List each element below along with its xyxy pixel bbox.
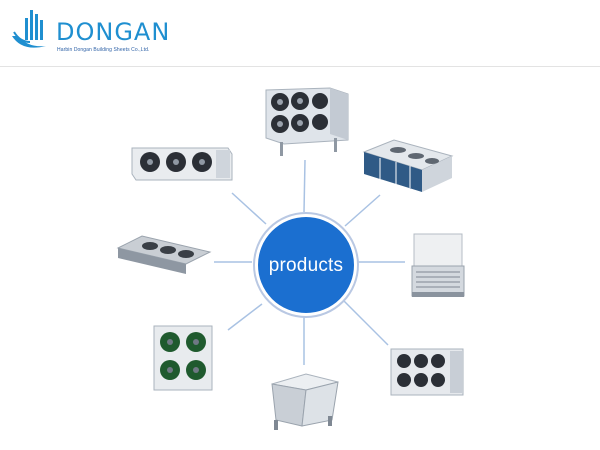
products-label: products [268,255,344,276]
spoke-line [227,303,263,331]
brand-logo[interactable]: DONGAN Harbin Dongan Building Sheets Co.… [10,8,169,56]
product-ceiling-unit-cooler[interactable] [114,228,212,278]
products-hub[interactable]: products [255,214,357,316]
product-condenser-six-fan[interactable] [388,345,468,399]
spoke-line [342,299,389,346]
product-dry-cooler-flat[interactable] [360,134,455,198]
spoke-line [344,194,381,227]
product-condenser-four-fan[interactable] [262,82,352,162]
spoke-line [231,192,267,225]
product-v-shape-dry-cooler[interactable] [266,368,342,432]
brand-tagline: Harbin Dongan Building Sheets Co.,Ltd. [57,47,150,53]
spoke-line [303,159,306,213]
product-cooling-tower[interactable] [408,228,470,300]
product-condenser-square-four-fan[interactable] [148,322,218,394]
building-logo-icon [12,10,46,48]
brand-name: DONGAN [56,18,171,46]
site-header: DONGAN Harbin Dongan Building Sheets Co.… [0,0,600,67]
product-air-cooler-three-fan[interactable] [128,140,236,186]
